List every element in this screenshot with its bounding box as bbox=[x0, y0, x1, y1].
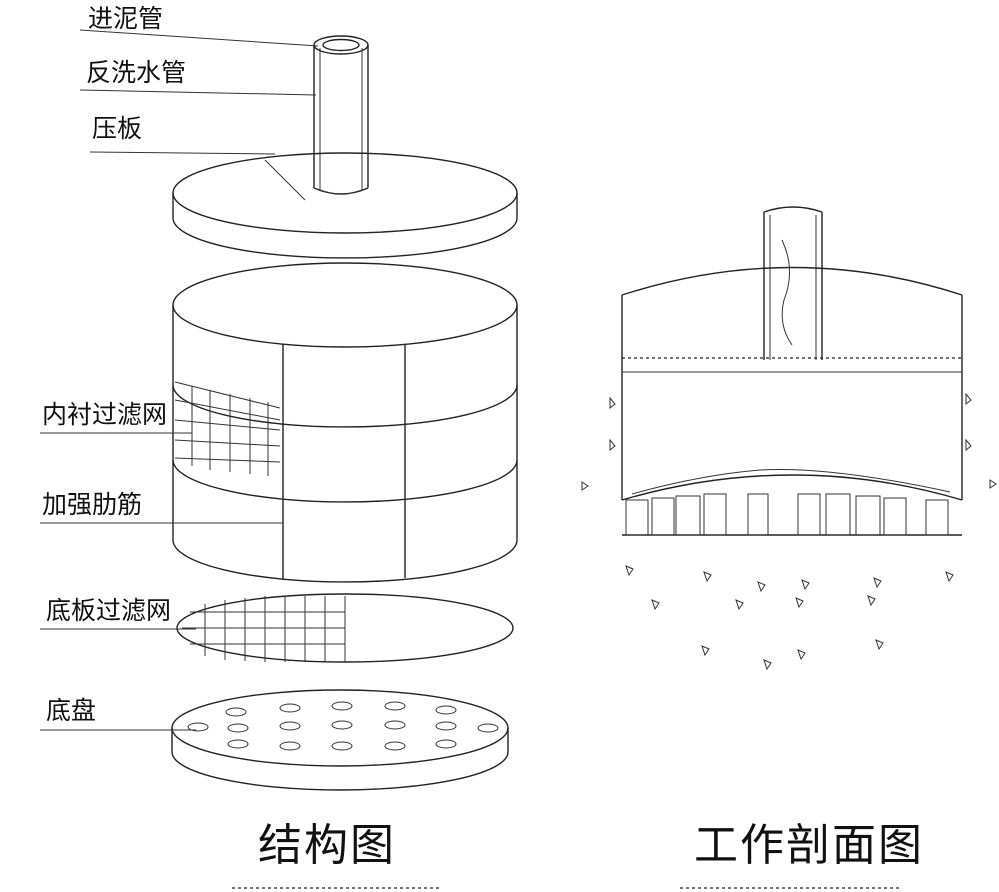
bottom-filter-disc bbox=[176, 593, 514, 663]
label-backwash-pipe: 反洗水管 bbox=[86, 58, 187, 87]
leader-lines bbox=[40, 29, 319, 731]
label-rib: 加强肋筋 bbox=[42, 490, 143, 519]
label-liner-filter: 内衬过滤网 bbox=[42, 400, 168, 429]
filter-cylinder bbox=[172, 262, 518, 583]
label-bottom-filter: 底板过滤网 bbox=[46, 596, 172, 625]
label-base: 底盘 bbox=[46, 696, 97, 725]
section-view bbox=[581, 206, 997, 671]
inlet-pipe bbox=[313, 35, 369, 195]
base-tray bbox=[171, 689, 509, 791]
press-plate bbox=[172, 152, 518, 259]
label-inlet-pipe: 进泥管 bbox=[88, 4, 164, 33]
label-press-plate: 压板 bbox=[92, 114, 143, 143]
caption-section: 工作剖面图 bbox=[694, 820, 924, 871]
caption-structure: 结构图 bbox=[258, 820, 396, 871]
